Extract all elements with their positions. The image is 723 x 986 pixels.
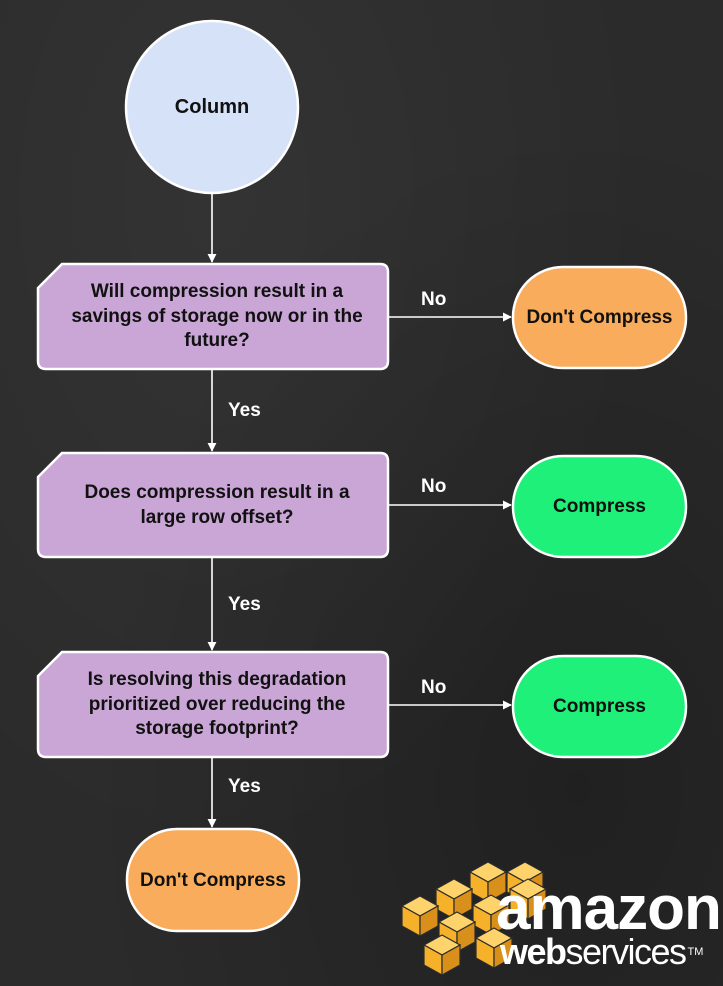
aws-cube-face	[487, 870, 507, 904]
decision3-no-label: No	[421, 677, 447, 698]
decision1-card	[36, 262, 390, 371]
decision3-card	[36, 650, 390, 759]
decision3-label: Is resolving this degradation prioritize…	[87, 668, 347, 740]
result2-terminal	[511, 454, 688, 559]
decision2-no-label: No	[421, 476, 447, 497]
decision2-yes-label: Yes	[228, 594, 261, 615]
decision2-card	[36, 451, 390, 559]
result4-label: Don't Compress	[140, 869, 286, 891]
logo-tagline-web: web	[500, 931, 567, 972]
result1-label: Don't Compress	[526, 306, 673, 328]
logo-brand: amazon	[496, 874, 722, 943]
result3-label: Compress	[553, 695, 646, 717]
decision1-label: Will compression result in a savings of …	[71, 280, 363, 352]
result4-terminal	[125, 827, 301, 933]
decision3-yes-label: Yes	[228, 776, 261, 797]
aws-cube-face	[490, 903, 510, 937]
aws-cube-face	[419, 904, 439, 938]
aws-cubes-icon	[400, 861, 548, 977]
decision1-no-label: No	[421, 289, 447, 310]
result3-terminal	[511, 654, 688, 759]
start-circle	[124, 19, 300, 195]
logo-trademark: TM	[687, 946, 704, 958]
start-label: Column	[174, 96, 250, 118]
aws-cube-face	[493, 936, 513, 970]
decision1-yes-label: Yes	[228, 400, 261, 421]
result1-terminal	[511, 265, 688, 370]
logo-tagline-services: services	[565, 931, 688, 972]
decision2-label: Does compression result in a large row o…	[84, 482, 350, 528]
aws-cube-face	[453, 887, 473, 921]
result2-label: Compress	[553, 495, 646, 517]
aws-cube-face	[441, 943, 461, 977]
aws-cube-face	[527, 887, 547, 921]
